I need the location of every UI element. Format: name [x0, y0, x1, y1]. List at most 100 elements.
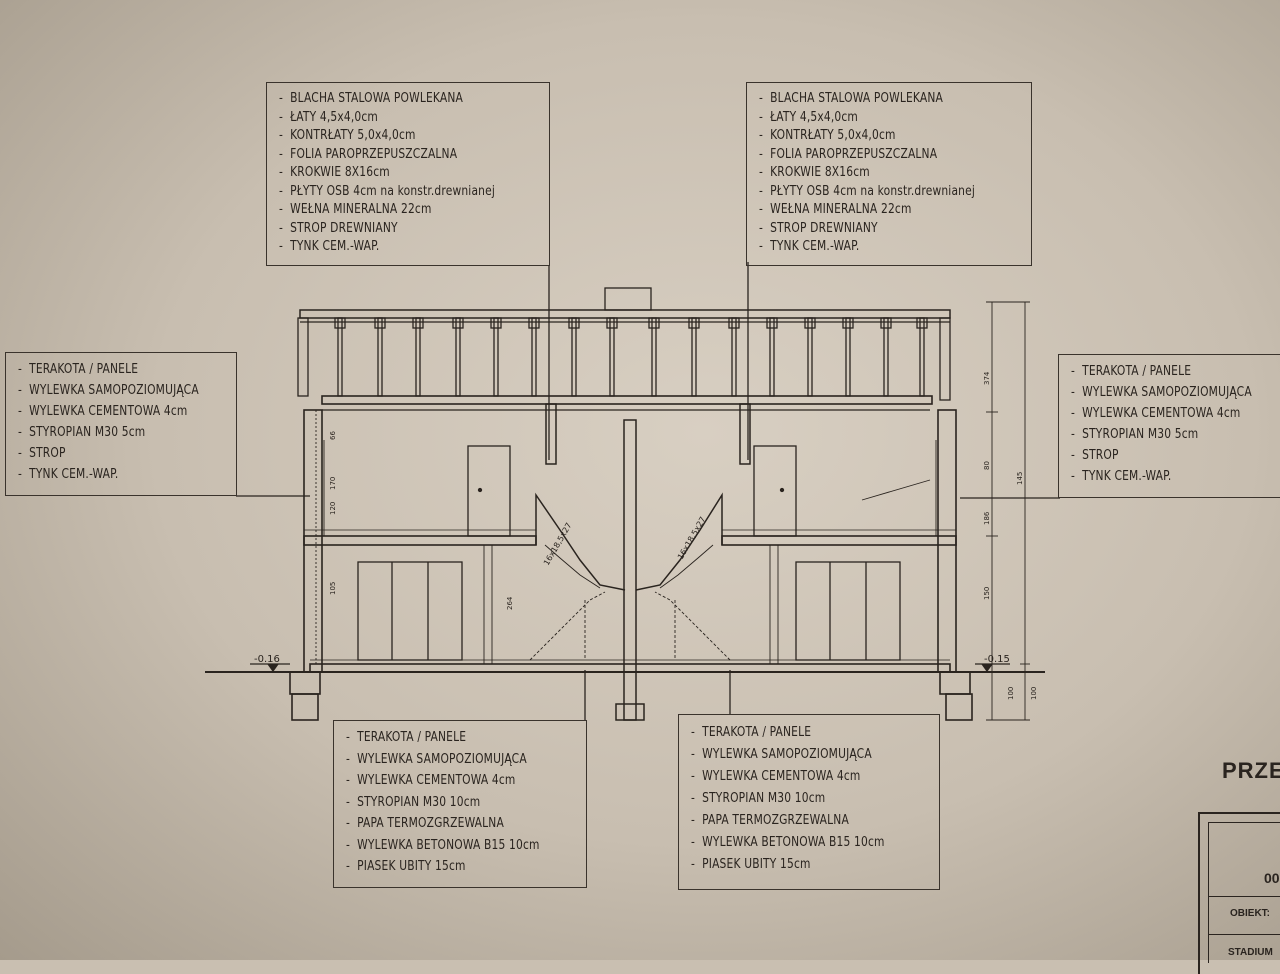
- intermediate-floor: [303, 529, 957, 546]
- dim-66: 66: [329, 431, 337, 440]
- spec-item: KONTRŁATY 5,0x4,0cm: [759, 126, 991, 145]
- spec-item: BLACHA STALOWA POWLEKANA: [279, 89, 510, 108]
- spec-item: WYLEWKA CEMENTOWA 4cm: [691, 765, 902, 787]
- spec-list-floor-left: TERAKOTA / PANELE WYLEWKA SAMOPOZIOMUJĄC…: [346, 727, 578, 878]
- rafter-cap: [880, 317, 892, 329]
- spec-item: KONTRŁATY 5,0x4,0cm: [279, 126, 510, 145]
- rafter: [651, 317, 657, 397]
- title-block-inner: [1208, 822, 1280, 963]
- dim-374: 374: [983, 371, 991, 385]
- dim-120: 120: [329, 502, 337, 515]
- spec-item: WYLEWKA SAMOPOZIOMUJĄCA: [346, 749, 550, 771]
- rafter: [377, 317, 383, 397]
- title-block-frame: [1198, 812, 1280, 974]
- spec-item: TERAKOTA / PANELE: [691, 721, 902, 743]
- spec-item: TERAKOTA / PANELE: [18, 359, 203, 380]
- spec-item: ŁATY 4,5x4,0cm: [759, 108, 991, 127]
- windows-ground: [357, 561, 901, 661]
- drawing-title: PRZE: [1222, 758, 1280, 783]
- rafter: [609, 317, 615, 397]
- rafter-cap: [568, 317, 580, 329]
- rafter: [919, 317, 925, 397]
- spec-item: FOLIA PAROPRZEPUSZCZALNA: [759, 145, 991, 164]
- rafter: [769, 317, 775, 397]
- spec-item: WYLEWKA BETONOWA B15 10cm: [691, 831, 902, 853]
- partition-walls: [323, 440, 937, 664]
- spec-item: WYLEWKA CEMENTOWA 4cm: [1071, 403, 1254, 424]
- rafter: [691, 317, 697, 397]
- spec-item: WYLEWKA SAMOPOZIOMUJĄCA: [691, 743, 902, 765]
- spec-box-ceiling-right: TERAKOTA / PANELE WYLEWKA SAMOPOZIOMUJĄC…: [1058, 354, 1280, 498]
- spec-item: FOLIA PAROPRZEPUSZCZALNA: [279, 145, 510, 164]
- spec-item: WEŁNA MINERALNA 22cm: [759, 200, 991, 219]
- spec-item: WYLEWKA BETONOWA B15 10cm: [346, 835, 550, 857]
- title-block-stadium: STADIUM: [1228, 947, 1273, 958]
- rafter: [531, 317, 537, 397]
- spec-item: TYNK CEM.-WAP.: [1071, 466, 1254, 487]
- spec-item: ŁATY 4,5x4,0cm: [279, 108, 510, 127]
- spec-item: TYNK CEM.-WAP.: [759, 237, 991, 256]
- spec-item: KROKWIE 8X16cm: [279, 163, 510, 182]
- dimension-lines: [315, 301, 1030, 721]
- spec-item: KROKWIE 8X16cm: [759, 163, 991, 182]
- spec-item: STYROPIAN M30 5cm: [1071, 424, 1254, 445]
- spec-item: WEŁNA MINERALNA 22cm: [279, 200, 510, 219]
- central-column: [545, 403, 751, 721]
- dim-186: 186: [983, 511, 991, 525]
- rafter: [883, 317, 889, 397]
- spec-item: WYLEWKA CEMENTOWA 4cm: [18, 401, 203, 422]
- roof-structure: [297, 287, 951, 411]
- level-marker-right: [975, 663, 1010, 673]
- spec-item: BLACHA STALOWA POWLEKANA: [759, 89, 991, 108]
- spec-item: PIASEK UBITY 15cm: [346, 856, 550, 878]
- ground-slab: [309, 659, 951, 673]
- rafter: [493, 317, 499, 397]
- spec-box-ceiling-left: TERAKOTA / PANELE WYLEWKA SAMOPOZIOMUJĄC…: [5, 352, 237, 496]
- title-block-rule: [1208, 934, 1280, 935]
- spec-box-floor-left: TERAKOTA / PANELE WYLEWKA SAMOPOZIOMUJĄC…: [333, 720, 587, 888]
- rafter-cap: [766, 317, 778, 329]
- title-block-rule: [1208, 896, 1280, 897]
- level-label-left: -0.16: [254, 654, 280, 665]
- title-block-number: 00: [1264, 870, 1280, 886]
- spec-item: TYNK CEM.-WAP.: [279, 237, 510, 256]
- rafter: [571, 317, 577, 397]
- dim-100b: 100: [1030, 687, 1038, 700]
- dim-264: 264: [506, 596, 514, 610]
- rafter-cap: [490, 317, 502, 329]
- spec-box-roof-left: BLACHA STALOWA POWLEKANA ŁATY 4,5x4,0cm …: [266, 82, 550, 266]
- rafter-cap: [688, 317, 700, 329]
- spec-box-floor-right: TERAKOTA / PANELE WYLEWKA SAMOPOZIOMUJĄC…: [678, 714, 940, 890]
- rafter-cap: [528, 317, 540, 329]
- level-marker-left: [250, 663, 290, 673]
- rafter-cap: [334, 317, 346, 329]
- spec-item: STROP DREWNIANY: [759, 219, 991, 238]
- spec-item: PAPA TERMOZGRZEWALNA: [691, 809, 902, 831]
- doors-upper: [467, 445, 797, 537]
- rafter-cap: [374, 317, 386, 329]
- rafter: [455, 317, 461, 397]
- spec-box-roof-right: BLACHA STALOWA POWLEKANA ŁATY 4,5x4,0cm …: [746, 82, 1032, 266]
- rafters: [334, 317, 928, 397]
- rafter: [807, 317, 813, 397]
- rafter-cap: [412, 317, 424, 329]
- spec-item: PŁYTY OSB 4cm na konstr.drewnianej: [759, 182, 991, 201]
- spec-item: TERAKOTA / PANELE: [1071, 361, 1254, 382]
- rafter-cap: [804, 317, 816, 329]
- spec-list-roof-right: BLACHA STALOWA POWLEKANA ŁATY 4,5x4,0cm …: [759, 89, 1023, 256]
- spec-list-roof-left: BLACHA STALOWA POWLEKANA ŁATY 4,5x4,0cm …: [279, 89, 541, 256]
- level-label-right: -0.15: [984, 654, 1010, 665]
- spec-item: STROP: [1071, 445, 1254, 466]
- dim-145: 145: [1016, 472, 1024, 485]
- dim-170: 170: [329, 477, 337, 490]
- title-block-obiekt: OBIEKT:: [1230, 908, 1270, 919]
- rafter-cap: [606, 317, 618, 329]
- rafter-cap: [728, 317, 740, 329]
- staircase-upper: [535, 492, 723, 591]
- dim-105: 105: [329, 582, 337, 595]
- spec-item: STYROPIAN M30 10cm: [691, 787, 902, 809]
- spec-item: PŁYTY OSB 4cm na konstr.drewnianej: [279, 182, 510, 201]
- rafter-cap: [842, 317, 854, 329]
